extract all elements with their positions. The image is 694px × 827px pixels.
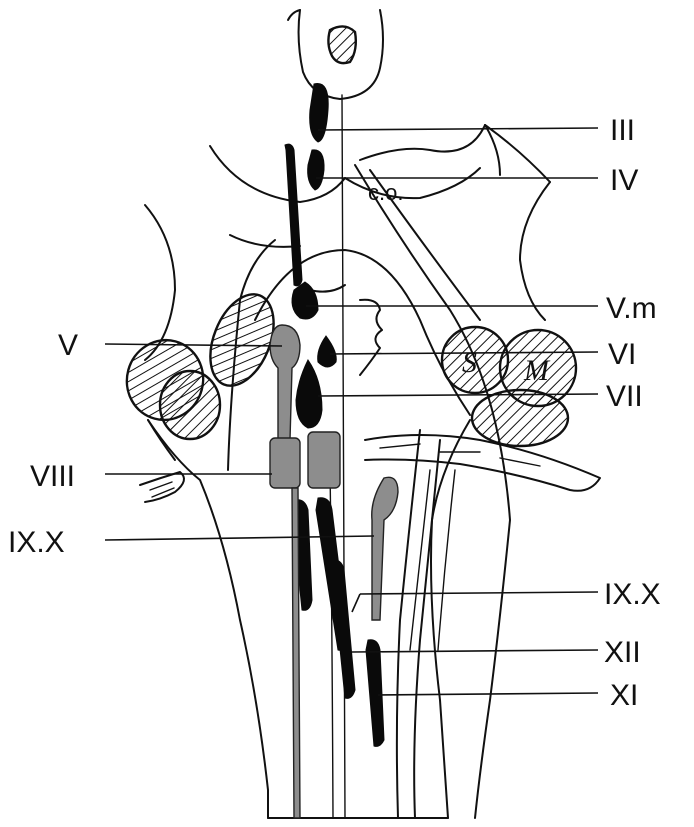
label-iii: III bbox=[610, 114, 635, 147]
label-co: c.o. bbox=[368, 180, 403, 205]
nucleus-vi bbox=[318, 336, 337, 367]
label-viii: VIII bbox=[30, 460, 75, 493]
label-vi: VI bbox=[608, 338, 636, 371]
label-iv: IV bbox=[610, 164, 638, 197]
label-m: M bbox=[523, 354, 551, 387]
nucleus-viii-right bbox=[308, 432, 340, 488]
nucleus-solitarius bbox=[372, 477, 398, 620]
label-s: S bbox=[462, 346, 477, 379]
label-xii: XII bbox=[604, 636, 641, 669]
label-v: V bbox=[58, 329, 78, 362]
trigeminal-ganglion-left-b bbox=[160, 371, 220, 439]
top-stalk-hatch bbox=[328, 26, 355, 63]
nucleus-iv bbox=[308, 150, 324, 190]
nucleus-iii bbox=[310, 84, 329, 142]
hatched-structures bbox=[118, 26, 576, 446]
label-ixx-left: IX.X bbox=[8, 526, 65, 559]
nucleus-xi bbox=[366, 640, 384, 747]
nucleus-vm bbox=[292, 282, 318, 319]
label-vm: V.m bbox=[606, 292, 657, 325]
nucleus-xii bbox=[330, 560, 355, 699]
nucleus-viii-left bbox=[270, 438, 300, 488]
facial-root bbox=[472, 390, 568, 446]
nucleus-v-sensory bbox=[270, 325, 300, 440]
label-vii: VII bbox=[606, 380, 643, 413]
label-ixx-right: IX.X bbox=[604, 578, 661, 611]
nucleus-vii bbox=[296, 360, 322, 428]
column-long bbox=[285, 144, 302, 286]
label-xi: XI bbox=[610, 679, 638, 712]
